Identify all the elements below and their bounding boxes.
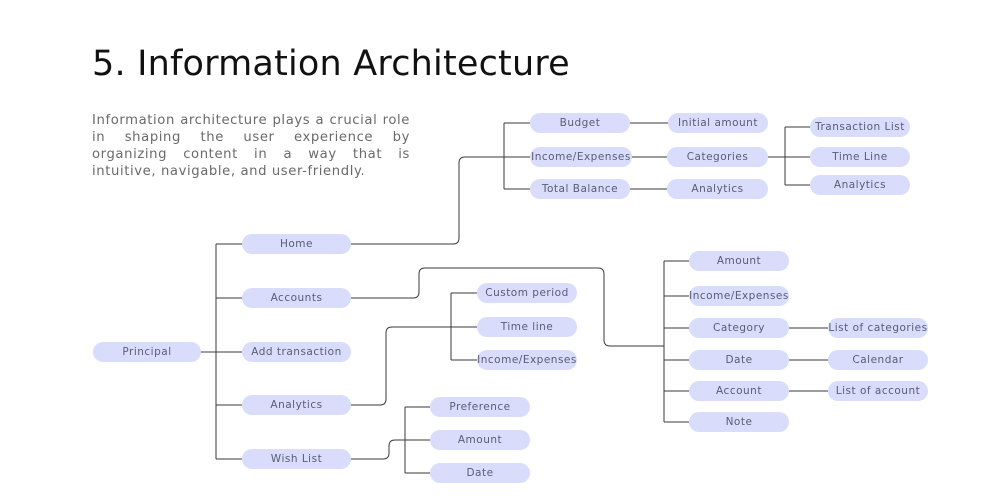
node-date: Date	[689, 350, 789, 370]
connector-wishlist-children	[404, 406, 430, 474]
node-preference: Preference	[430, 397, 530, 417]
node-note: Note	[689, 412, 789, 432]
connector-home-children	[503, 122, 530, 190]
node-analytics: Analytics	[242, 395, 351, 415]
node-list-of-categories: List of categories	[828, 318, 928, 338]
intro-paragraph: Information architecture plays a crucial…	[92, 113, 410, 179]
page-title: 5. Information Architecture	[92, 44, 570, 84]
node-amount-wish: Amount	[430, 430, 530, 450]
connector-analytics-children	[450, 292, 477, 361]
node-time-line-home: Time Line	[810, 147, 910, 167]
node-budget: Budget	[530, 113, 630, 133]
node-accounts: Accounts	[242, 288, 351, 308]
node-list-of-account: List of account	[828, 381, 928, 401]
node-custom-period: Custom period	[477, 283, 577, 303]
node-analytics-categories: Analytics	[810, 175, 910, 195]
node-income-expenses-tx: Income/Expenses	[689, 286, 789, 306]
node-account: Account	[689, 381, 789, 401]
node-calendar: Calendar	[828, 350, 928, 370]
node-total-balance: Total Balance	[530, 179, 630, 199]
node-transaction-list: Transaction List	[810, 117, 910, 137]
node-date-wish: Date	[430, 463, 530, 483]
node-categories: Categories	[667, 147, 768, 167]
node-add-transaction: Add transaction	[242, 342, 351, 362]
connector-home	[351, 156, 504, 245]
node-principal: Principal	[93, 342, 201, 362]
connector-categories	[768, 126, 810, 186]
connector-accounts	[351, 267, 664, 347]
node-time-line: Time line	[477, 317, 577, 337]
connector-wishlist	[351, 439, 405, 460]
node-income-expenses-home: Income/Expenses	[530, 147, 632, 167]
node-initial-amount: Initial amount	[668, 113, 768, 133]
node-amount: Amount	[689, 251, 789, 271]
node-wish-list: Wish List	[242, 449, 351, 469]
node-income-expenses-analytics: Income/Expenses	[477, 350, 577, 370]
connector-analytics	[351, 326, 451, 406]
node-analytics-home: Analytics	[667, 179, 768, 199]
node-home: Home	[242, 234, 351, 254]
node-category: Category	[689, 318, 789, 338]
connector-principal	[201, 243, 242, 460]
connector-accounts-children	[663, 260, 689, 423]
